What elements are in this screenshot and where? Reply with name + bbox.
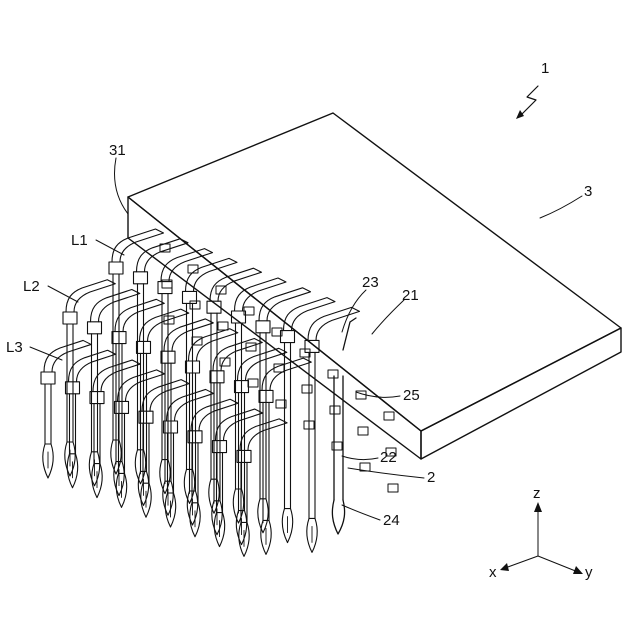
label-L1: L1 [71, 232, 88, 249]
leader-31 [115, 158, 129, 214]
label-23: 23 [362, 274, 379, 291]
housing-right-face [421, 328, 621, 459]
terminal-holder [305, 340, 319, 352]
housing-slot [302, 385, 312, 393]
housing-slot [218, 322, 228, 330]
housing-slot [330, 406, 340, 414]
label-L3: L3 [6, 339, 23, 356]
terminal-contact-arm [308, 307, 360, 340]
terminal-contact-arm [259, 288, 311, 321]
terminal-holder [281, 331, 295, 343]
terminal-leg [45, 384, 51, 444]
terminal-2 [332, 318, 356, 534]
terminal-holder [41, 372, 55, 384]
leader-1-arrow [520, 86, 538, 116]
terminal-holder [109, 262, 123, 274]
housing-slot [190, 301, 200, 309]
axis-x-line [505, 556, 538, 568]
leader-22 [342, 456, 378, 460]
label-L2: L2 [23, 278, 40, 295]
terminal-leg [285, 343, 291, 509]
leader-3 [540, 196, 582, 218]
leader-25 [356, 392, 400, 397]
label-31: 31 [109, 142, 126, 159]
axis-z-label: z [533, 485, 541, 502]
terminal-contact-arm [284, 298, 336, 331]
terminal-holder [88, 322, 102, 334]
leader-1-arrowhead [516, 110, 524, 119]
terminal-contact-arm [140, 309, 189, 341]
label-21: 21 [402, 287, 419, 304]
leader-21 [372, 300, 404, 334]
terminal-contact-arm [235, 278, 287, 311]
leader-L2 [48, 286, 78, 302]
axis-y-label: y [585, 564, 593, 581]
terminal-holder [63, 312, 77, 324]
terminal-contact-arm [210, 268, 262, 301]
housing-slot [384, 412, 394, 420]
label-3: 3 [584, 183, 592, 200]
terminal-contact-arm [161, 249, 213, 282]
axis-x-arrowhead [500, 563, 509, 571]
leader-23 [342, 290, 366, 332]
terminal-contact-arm [115, 299, 164, 331]
label-2: 2 [427, 469, 435, 486]
leader-2 [348, 468, 424, 478]
terminal-contact-arm [91, 290, 140, 322]
axis-x-label: x [489, 564, 497, 581]
housing-slot [388, 484, 398, 492]
label-24: 24 [383, 512, 400, 529]
axis-z-arrowhead [534, 502, 542, 512]
axis-y-arrowhead [573, 566, 583, 574]
label-22: 22 [380, 449, 397, 466]
housing-slot [248, 379, 258, 387]
terminal-holder [256, 321, 270, 333]
terminal-contact-arm [262, 358, 311, 390]
housing-top-face [128, 113, 621, 431]
housing-slot [328, 370, 338, 378]
housing-slot [358, 427, 368, 435]
terminal-contact-arm [66, 280, 115, 312]
leader-24 [342, 505, 380, 520]
label-25: 25 [403, 387, 420, 404]
terminal-holder [134, 272, 148, 284]
axis-y-line [538, 556, 578, 572]
coordinate-axes: z x y [489, 485, 593, 581]
label-1: 1 [541, 60, 549, 77]
